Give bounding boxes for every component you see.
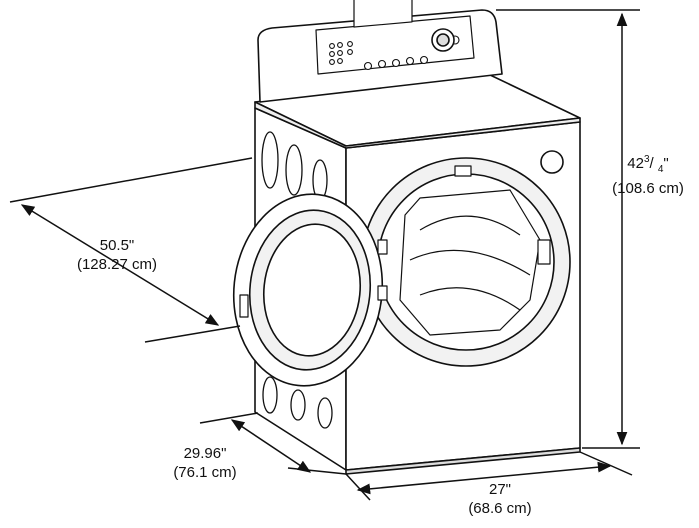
side-depth-metric: (76.1 cm) xyxy=(173,464,237,481)
depth-imperial: 50.5" xyxy=(99,237,135,254)
depth-label: 50.5" (128.27 cm) xyxy=(62,236,172,274)
depth-metric: (128.27 cm) xyxy=(76,256,158,273)
height-label: 423/ 4" (108.6 cm) xyxy=(596,150,699,198)
control-buttons xyxy=(329,35,460,71)
height-imperial: 423/ 4" xyxy=(627,154,669,175)
depth-arrow xyxy=(20,204,220,326)
height-metric: (108.6 cm) xyxy=(612,180,684,197)
width-imperial: 27" xyxy=(488,481,511,498)
width-metric: (68.6 cm) xyxy=(468,500,532,517)
side-depth-imperial: 29.96" xyxy=(183,445,227,462)
side-depth-arrow xyxy=(230,419,312,473)
side-depth-label: 29.96" (76.1 cm) xyxy=(150,444,260,482)
dimension-lines xyxy=(9,9,640,501)
width-arrow xyxy=(356,461,612,495)
side-recesses xyxy=(261,131,333,429)
lint-filter-knob xyxy=(540,150,564,174)
width-label: 27" (68.6 cm) xyxy=(440,480,560,518)
